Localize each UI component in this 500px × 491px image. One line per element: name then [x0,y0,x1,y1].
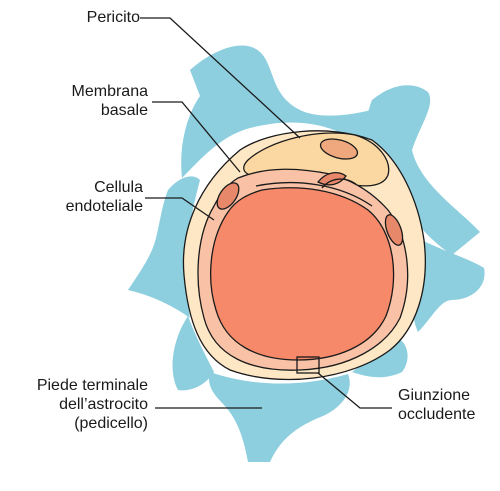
astrocyte-endfoot-bottom [209,372,350,462]
label-endothelial-cell: Cellula endoteliale [66,178,143,216]
label-basement-membrane-line2: basale [72,101,148,120]
label-endothelial-cell-line1: Cellula [66,178,143,197]
label-astrocyte-endfoot-line3: (pedicello) [37,414,148,433]
label-pericyte: Pericito [87,8,140,27]
label-tight-junction-line1: Giunzione [398,386,475,405]
label-astrocyte-endfoot: Piede terminale dell’astrocito (pedicell… [37,376,148,433]
label-tight-junction: Giunzione occludente [398,386,475,424]
label-astrocyte-endfoot-line2: dell’astrocito [37,395,148,414]
label-basement-membrane: Membrana basale [72,82,148,120]
label-pericyte-text: Pericito [87,8,140,27]
label-basement-membrane-line1: Membrana [72,82,148,101]
label-astrocyte-endfoot-line1: Piede terminale [37,376,148,395]
label-tight-junction-line2: occludente [398,405,475,424]
lumen [211,188,394,360]
label-endothelial-cell-line2: endoteliale [66,197,143,216]
